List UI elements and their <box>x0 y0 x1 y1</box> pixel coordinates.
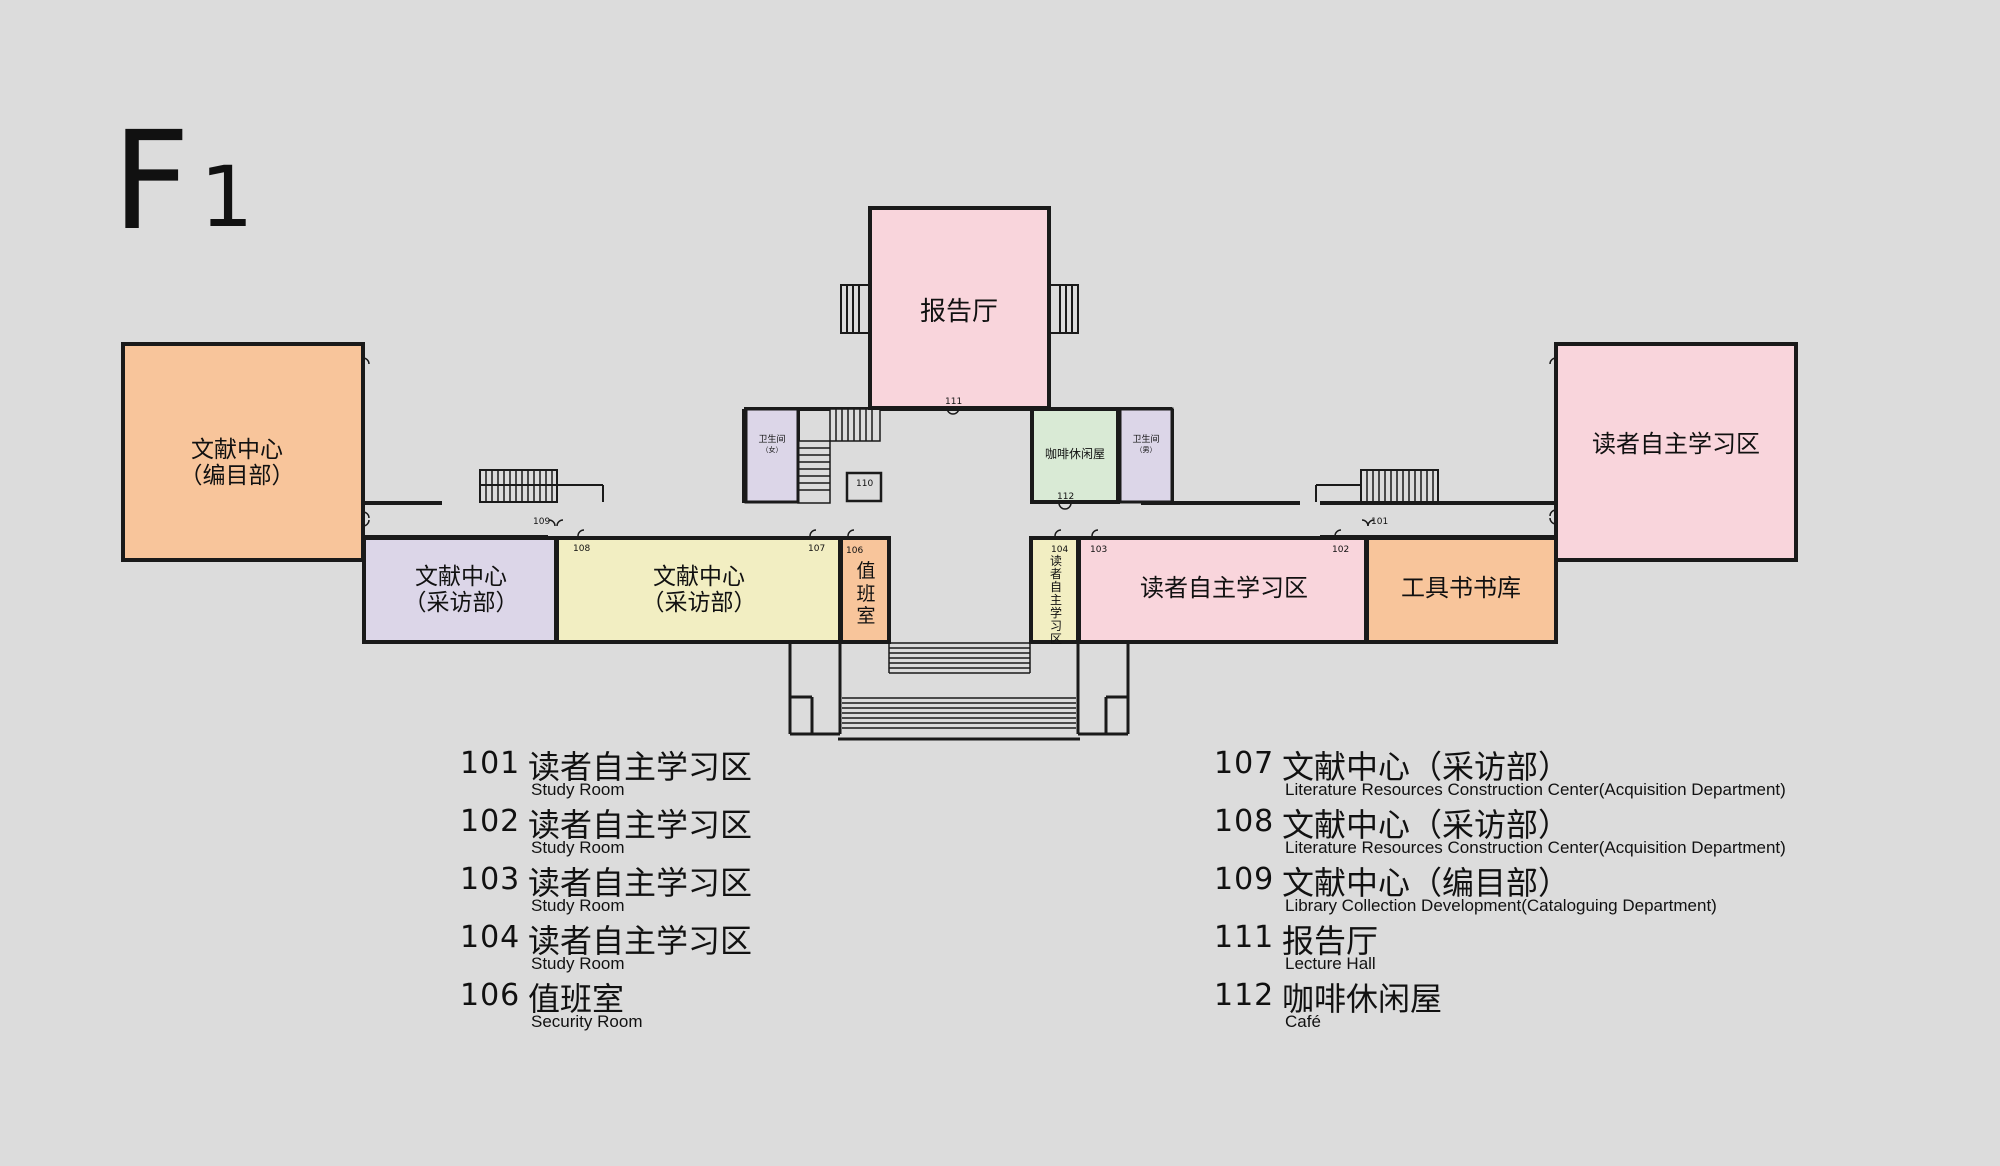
legend-number: 102 <box>460 804 521 839</box>
legend-name: 文献中心（采访部） <box>1282 748 1571 786</box>
room-104-label-char: 学 <box>1050 605 1062 620</box>
room-number-112: 112 <box>1057 492 1074 502</box>
room-103-label: 读者自主学习区 <box>1140 574 1308 602</box>
legend-english: Literature Resources Construction Center… <box>1285 780 1786 799</box>
legend-name: 报告厅 <box>1282 922 1379 960</box>
legend-number: 108 <box>1214 804 1275 839</box>
restroom-female-label-line2: （女） <box>762 445 783 454</box>
restroom-male-label-line1: 卫生间 <box>1132 433 1159 445</box>
right-staircase <box>1315 469 1439 503</box>
room-109-label-line1: 文献中心 <box>191 437 283 463</box>
legend-english: Study Room <box>531 896 625 915</box>
left-staircase <box>479 469 604 503</box>
central-staircase <box>797 408 881 504</box>
room-103-study <box>1077 536 1368 644</box>
restroom-male-label-line2: （男） <box>1136 446 1157 454</box>
room-104-label-char: 习 <box>1050 619 1062 633</box>
room-106-label-char1: 值 <box>856 560 875 582</box>
room-101-label: 读者自主学习区 <box>1592 430 1760 458</box>
legend-number: 106 <box>460 978 521 1013</box>
room-number-110: 110 <box>856 479 873 489</box>
room-110 <box>845 471 883 503</box>
legend-name: 文献中心（编目部） <box>1282 864 1571 902</box>
room-number-107: 107 <box>808 544 825 554</box>
room-number-101: 101 <box>1371 517 1388 527</box>
room-104-label-char: 读 <box>1050 554 1062 568</box>
room-104-label-char: 区 <box>1050 632 1062 646</box>
legend-number: 104 <box>460 920 521 955</box>
legend-number: 109 <box>1214 862 1275 897</box>
reference-library-label: 工具书书库 <box>1401 574 1521 602</box>
legend-english: Study Room <box>531 838 625 857</box>
legend-number: 101 <box>460 746 521 781</box>
room-reference-library <box>1365 536 1558 644</box>
legend-name: 读者自主学习区 <box>528 922 753 960</box>
legend-name: 文献中心（采访部） <box>1282 806 1571 844</box>
entrance-steps <box>842 642 1076 729</box>
legend-english: Café <box>1285 1012 1321 1031</box>
room-107-label-line1: 文献中心 <box>653 564 745 590</box>
legend-name: 读者自主学习区 <box>528 748 753 786</box>
room-104-study <box>1029 536 1080 644</box>
legend-number: 112 <box>1214 978 1275 1013</box>
room-number-104: 104 <box>1051 545 1068 555</box>
legend-name: 读者自主学习区 <box>528 864 753 902</box>
room-106-label-char2: 班 <box>856 583 875 605</box>
floor-title-letter: F <box>112 103 190 261</box>
room-111-label: 报告厅 <box>920 297 998 327</box>
restroom-female <box>744 407 800 504</box>
legend-english: Study Room <box>531 954 625 973</box>
room-109-label-line2: （编目部） <box>180 463 295 489</box>
room-number-109: 109 <box>533 517 550 527</box>
door-marks <box>362 357 1557 537</box>
legend-english: Security Room <box>531 1012 643 1031</box>
room-108-label-line1: 文献中心 <box>415 564 507 590</box>
room-104-label-char: 者 <box>1050 567 1062 581</box>
restroom-male <box>1118 407 1174 504</box>
room-number-103: 103 <box>1090 545 1107 555</box>
legend-name: 咖啡休闲屋 <box>1282 980 1443 1018</box>
room-112-cafe <box>1030 407 1120 504</box>
left-stair-treads <box>485 470 553 502</box>
room-101-study <box>1554 342 1798 562</box>
room-number-106: 106 <box>846 546 863 556</box>
legend-english: Literature Resources Construction Center… <box>1285 838 1786 857</box>
room-104-label-char: 自 <box>1050 580 1062 594</box>
room-number-111: 111 <box>945 397 962 407</box>
legend-english: Library Collection Development(Catalogui… <box>1285 896 1717 915</box>
legend-number: 103 <box>460 862 521 897</box>
legend-number: 107 <box>1214 746 1275 781</box>
legend-english: Lecture Hall <box>1285 954 1376 973</box>
right-stair-treads <box>1366 470 1434 502</box>
room-number-102: 102 <box>1332 545 1349 555</box>
room-107-label-line2: （采访部） <box>642 590 757 616</box>
floor-title-number: 1 <box>200 148 253 246</box>
main-entrance <box>788 643 1130 741</box>
legend-name: 读者自主学习区 <box>528 806 753 844</box>
room-108-label-line2: （采访部） <box>404 590 519 616</box>
cafe-label: 咖啡休闲屋 <box>1045 446 1105 461</box>
room-109-cataloguing <box>121 342 365 562</box>
restroom-female-label-line1: 卫生间 <box>758 433 785 445</box>
room-106-label-char3: 室 <box>856 605 875 627</box>
room-number-108: 108 <box>573 544 590 554</box>
room-104-label-char: 主 <box>1050 593 1062 607</box>
room-106-security <box>839 536 891 644</box>
legend-number: 111 <box>1214 920 1275 955</box>
legend-english: Study Room <box>531 780 625 799</box>
legend-name: 值班室 <box>528 980 625 1018</box>
room-111-lecture-hall <box>868 206 1051 410</box>
room-104-label: 读 者 自 主 学 习 区 <box>1050 554 1062 646</box>
